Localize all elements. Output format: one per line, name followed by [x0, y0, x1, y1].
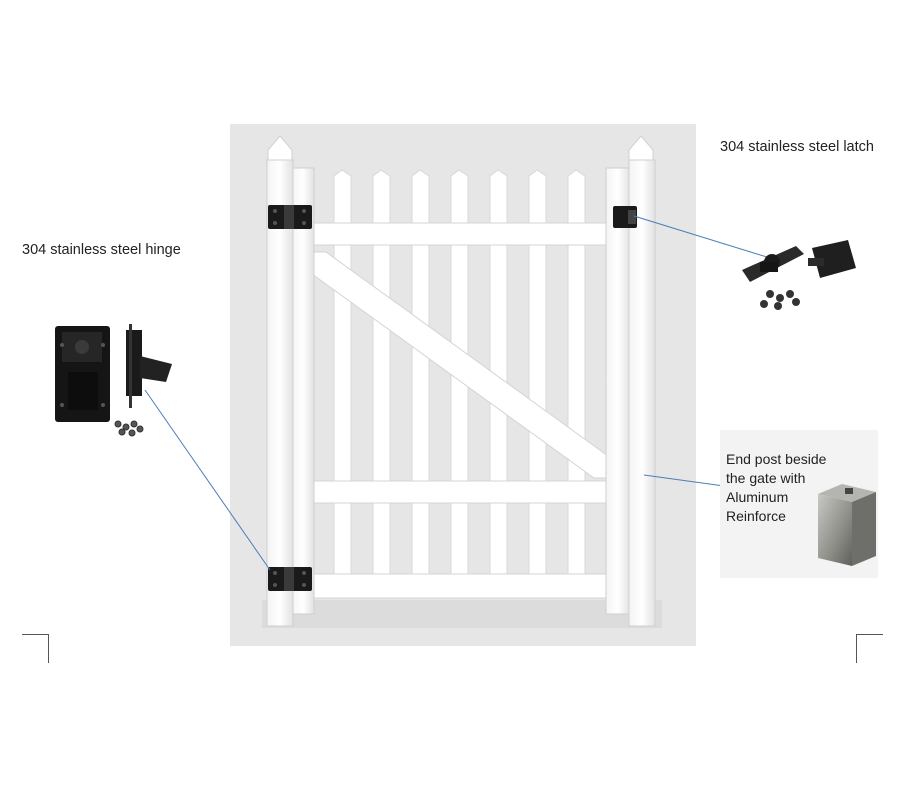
end-post: [628, 135, 656, 627]
floor-shadow: [262, 600, 662, 628]
end-post-callout-label: End post beside the gate with Aluminum R…: [726, 450, 826, 526]
latch-callout-label: 304 stainless steel latch: [720, 139, 874, 155]
hinge-post: [266, 135, 294, 627]
gate-latch: [613, 206, 637, 228]
gate-hinge-stile: [291, 167, 315, 615]
aluminum-reinforcement-icon: [720, 430, 878, 578]
rails: [311, 222, 609, 599]
gate-latch-stile: [605, 167, 631, 615]
hinge-hardware-icon: [55, 324, 172, 437]
end-post-label-line: Reinforce: [726, 508, 786, 524]
crop-mark-right: [856, 634, 883, 663]
top-hinge: [268, 205, 312, 229]
end-post-label-line: the gate with: [726, 470, 806, 486]
end-post-label-line: Aluminum: [726, 489, 789, 505]
latch-hardware-icon: [742, 240, 856, 310]
crop-mark-left: [22, 634, 49, 663]
hinge-callout-label: 304 stainless steel hinge: [22, 242, 181, 258]
end-post-label-line: End post beside: [726, 451, 827, 467]
bottom-hinge: [268, 567, 312, 591]
